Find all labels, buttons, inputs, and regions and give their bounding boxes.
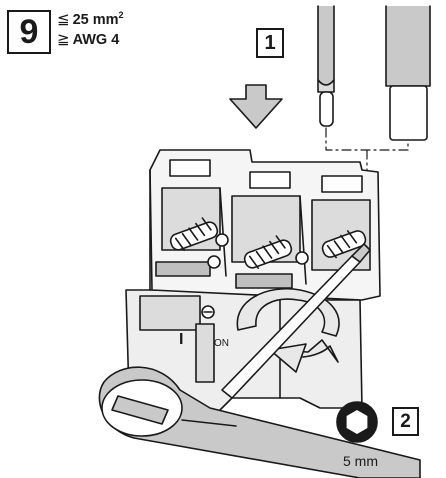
spec-cross-section: ≦25 mm2 xyxy=(57,10,124,28)
spec-cross-section-text: 25 mm xyxy=(72,12,119,28)
screw-head xyxy=(207,255,221,269)
step-number-box: 9 xyxy=(7,10,51,54)
spec-superscript: 2 xyxy=(118,10,124,21)
screw-head xyxy=(215,233,229,247)
clamp-spring xyxy=(243,235,293,269)
switch-on-label: ON xyxy=(214,338,229,349)
step-number: 9 xyxy=(19,12,39,51)
greater-equal-symbol: ≧ xyxy=(57,31,70,48)
callout-1-label: 1 xyxy=(264,31,276,54)
screw-head xyxy=(295,251,309,265)
cable-round xyxy=(317,5,335,127)
clamp-spring xyxy=(169,217,219,251)
clamp-spring xyxy=(321,230,367,259)
cable-flat xyxy=(385,5,431,141)
spec-awg: ≧AWG 4 xyxy=(57,30,119,48)
spec-awg-text: AWG 4 xyxy=(72,32,120,48)
insert-arrow-icon xyxy=(229,84,283,129)
terminal-block xyxy=(149,149,381,301)
callout-1-box: 1 xyxy=(256,28,284,58)
hex-socket-icon xyxy=(336,401,378,443)
switch-mark-label: I xyxy=(179,331,183,348)
hex-size-label: 5 mm xyxy=(343,453,378,469)
callout-2-box: 2 xyxy=(392,407,419,436)
screwdriver-handle xyxy=(98,366,421,478)
switch-slot xyxy=(195,323,215,383)
callout-2-label: 2 xyxy=(400,410,411,432)
less-equal-symbol: ≦ xyxy=(57,11,70,28)
